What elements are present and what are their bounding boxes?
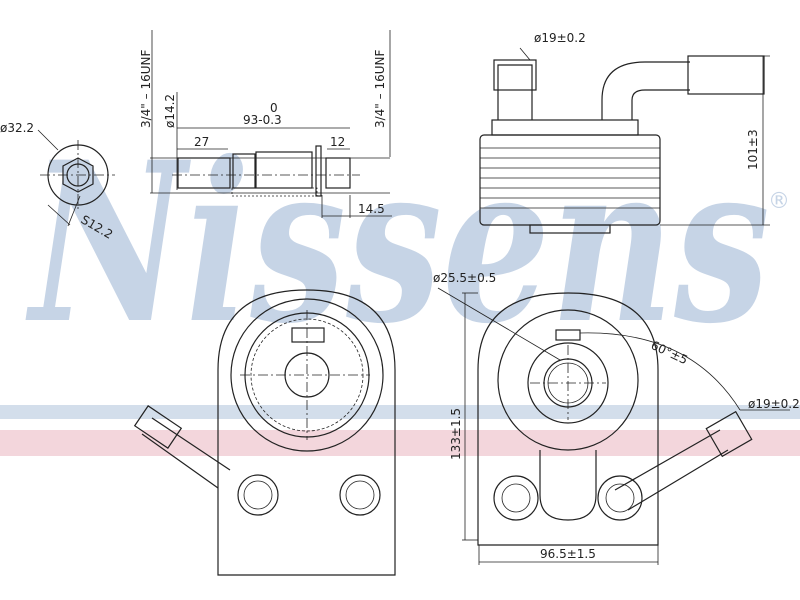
dim-right-section: 12: [330, 135, 345, 149]
watermark-brand: Nissens: [25, 113, 770, 372]
dim-center-bore: ø25.5±0.5: [433, 271, 496, 285]
registered-mark: ®: [768, 189, 790, 214]
dim-plate-width: 96.5±1.5: [540, 547, 596, 561]
dim-thread-left: 3/4" – 16UNF: [139, 50, 153, 128]
dim-hex-outer-diameter: ø32.2: [0, 121, 34, 135]
dim-bolt-diameter: ø14.2: [163, 94, 177, 128]
watermark-band-blue: [0, 405, 800, 419]
dim-pipe-diameter-side: ø19±0.2: [748, 397, 800, 411]
dim-thread-right: 3/4" – 16UNF: [373, 50, 387, 128]
dim-bolt-length-upper-tol: 0: [270, 101, 278, 115]
cooler-front-view-left: [133, 289, 396, 576]
dim-height: 101±3: [746, 129, 760, 170]
watermark: Nissens ®: [0, 113, 800, 456]
dim-plate-height: 133±1.5: [449, 408, 463, 460]
dim-left-section: 27: [194, 135, 209, 149]
dim-bolt-length: 93-0.3: [243, 113, 282, 127]
dim-pipe-diameter-top: ø19±0.2: [534, 31, 586, 45]
watermark-band-pink: [0, 430, 800, 456]
cooler-side-view: ø19±0.2 101±3: [479, 31, 770, 234]
dim-offset: 14.5: [358, 202, 385, 216]
bolt-side-view: 3/4" – 16UNF 3/4" – 16UNF ø14.2 93-0.3 0…: [139, 30, 392, 218]
